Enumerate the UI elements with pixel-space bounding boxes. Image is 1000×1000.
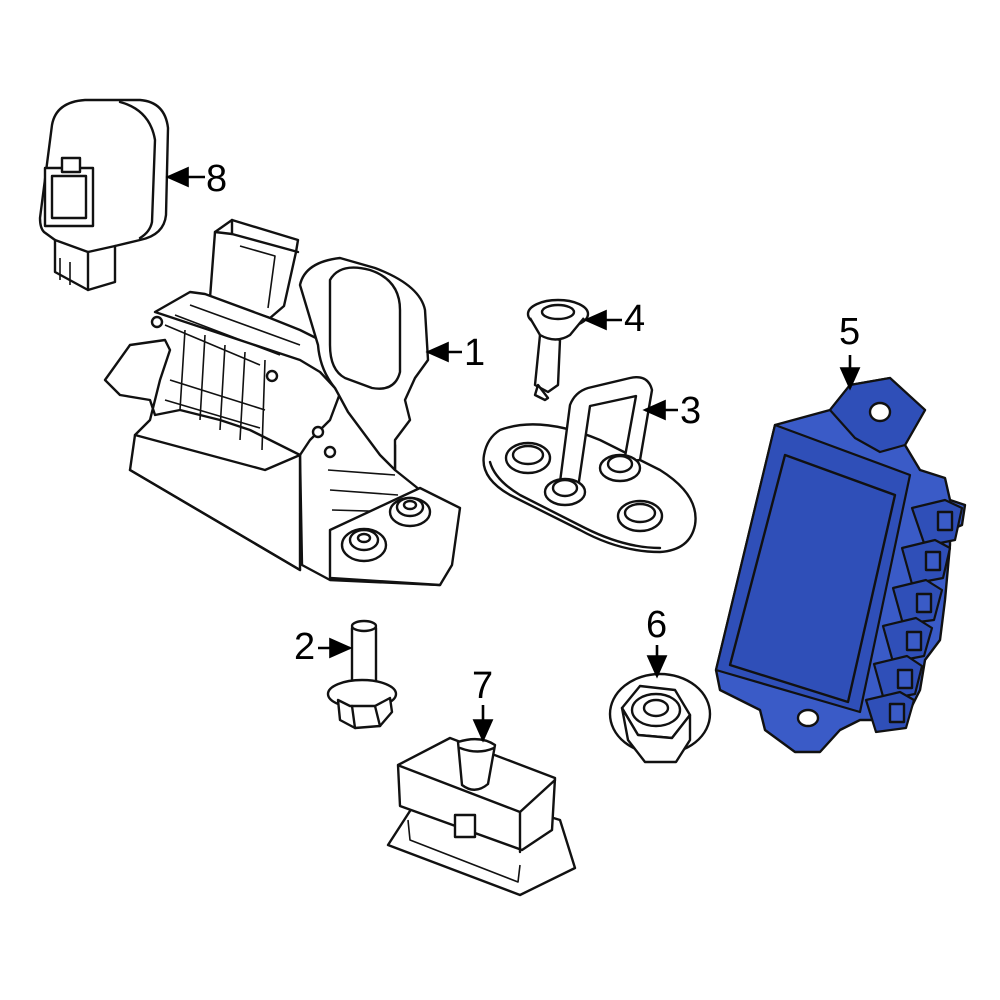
callout-1: 1 — [464, 332, 486, 374]
callout-2: 2 — [294, 626, 316, 668]
part-5-module[interactable] — [714, 376, 967, 754]
callout-4: 4 — [624, 298, 646, 340]
part-6-nut[interactable] — [608, 672, 712, 764]
part-4-pin[interactable] — [526, 298, 590, 402]
part-3-striker[interactable] — [482, 376, 697, 554]
callout-5: 5 — [839, 311, 861, 353]
part-8-sensor[interactable] — [38, 98, 170, 292]
part-7-block[interactable] — [386, 736, 577, 897]
callout-8: 8 — [206, 158, 228, 200]
callout-arrows — [165, 166, 861, 743]
part-1-housing[interactable] — [103, 218, 462, 587]
callout-7: 7 — [472, 665, 494, 707]
part-2-bolt[interactable] — [326, 619, 398, 730]
callout-6: 6 — [646, 604, 668, 646]
callout-3: 3 — [680, 390, 702, 432]
